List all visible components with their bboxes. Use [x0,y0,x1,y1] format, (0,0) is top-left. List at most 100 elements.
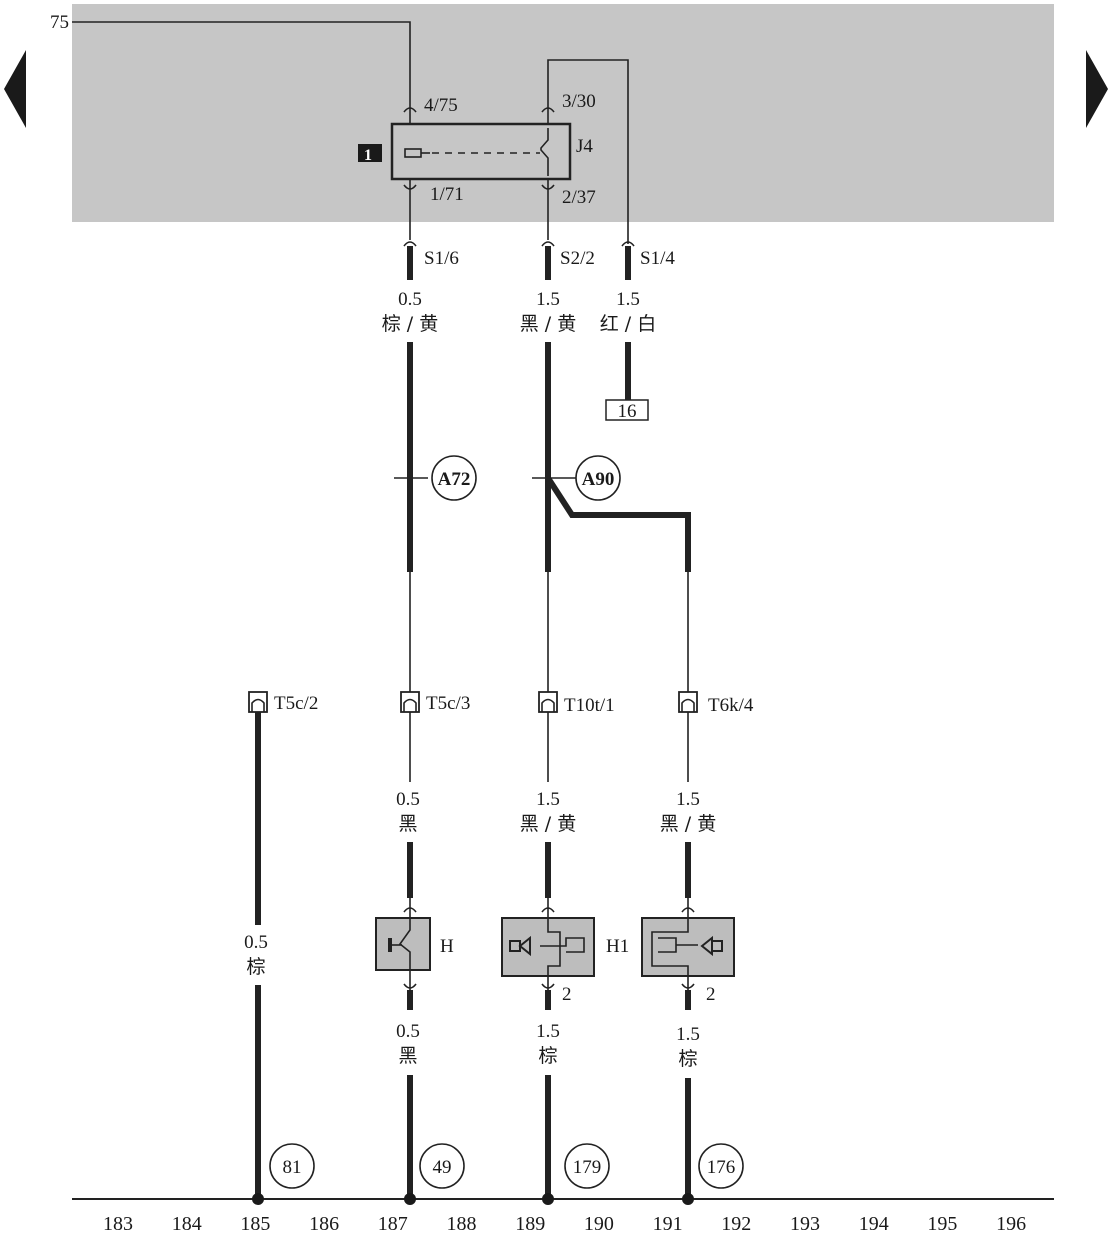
relay-badge: 1 [364,147,372,164]
wire-size: 1.5 [676,789,700,810]
ground-circle [419,1143,465,1189]
relay-feed-loop [547,59,629,244]
pin-mark [403,184,417,190]
horn-icon [700,935,723,957]
ground-label: 81 [283,1157,302,1178]
wire-color: 红 / 白 [600,313,656,335]
wire-color: 黑 [398,1045,417,1067]
left-arrow[interactable] [4,50,26,128]
pin-label: 2/37 [562,187,596,208]
horn-winding [547,918,561,976]
track-number: 188 [447,1213,477,1235]
fuse-label: S1/4 [640,248,675,269]
track-number: 196 [996,1213,1026,1235]
connector-label: T5c/3 [426,693,470,714]
wire-size: 1.5 [676,1024,700,1045]
pin-label: 3/30 [562,91,596,112]
track-number: 189 [515,1213,545,1235]
wire-color: 黑 / 黄 [520,313,576,335]
ground-label: 176 [707,1157,736,1178]
horn-icon [509,935,531,957]
track-number: 191 [653,1213,683,1235]
horn-button-contact [398,918,411,970]
track-number: 195 [927,1213,957,1235]
connector-symbol [678,691,698,713]
ref-box-label: 16 [618,401,637,422]
wire-color: 棕 / 黄 [382,313,438,335]
relay-badge-box [358,144,382,162]
fuse-terminal [403,241,417,280]
pin-mark [541,983,555,989]
fuse-label: S1/6 [424,248,459,269]
pin-mark [681,983,695,989]
ground-node [252,1193,264,1205]
ref-box [605,399,649,421]
right-arrow[interactable] [1086,50,1108,128]
ground-label: 179 [573,1157,602,1178]
feed-label: 75 [50,12,69,33]
ground-node [682,1193,694,1205]
track-number: 187 [378,1213,408,1235]
pin-mark [403,983,417,989]
feed-line [72,21,411,108]
wire-size: 1.5 [536,289,560,310]
wire-color: 黑 / 黄 [520,813,576,835]
track-number: 186 [309,1213,339,1235]
ground-node [542,1193,554,1205]
connector-symbol [248,691,268,713]
pin-label: 2 [706,984,716,1005]
connector-label: T5c/2 [274,693,318,714]
wire-size: 1.5 [616,289,640,310]
track-number: 184 [172,1213,202,1235]
wire-color: 棕 [538,1045,557,1067]
fuse-terminal [621,241,635,280]
wire-segment [545,476,691,572]
component-label: H1 [606,936,629,957]
fuse-label: S2/2 [560,248,595,269]
splice-circle [431,455,477,501]
wire-color: 棕 [246,956,265,978]
splice-label: A72 [438,469,471,490]
wire-size: 0.5 [396,1021,420,1042]
connector-symbol [538,691,558,713]
pin-mark [541,184,555,190]
splice-label: A90 [582,469,615,490]
ground-circle [269,1143,315,1189]
relay-panel [72,4,1054,222]
fuse-terminal [541,241,555,280]
track-number: 183 [103,1213,133,1235]
pin-label: 4/75 [424,95,458,116]
pin-label: 1/71 [430,184,464,205]
track-number: 185 [240,1213,270,1235]
horn-winding [651,918,689,976]
pin-label: 2 [562,984,572,1005]
track-number: 192 [721,1213,751,1235]
wire-color: 棕 [678,1048,697,1070]
connector-label: T6k/4 [708,695,754,716]
track-number: 194 [859,1213,889,1235]
relay-name: J4 [576,136,593,157]
wire-size: 0.5 [398,289,422,310]
track-number: 190 [584,1213,614,1235]
track-ruler: 183 184 185 186 187 188 189 190 191 192 193 194 195 1… [103,1213,1026,1235]
ground-node [404,1193,416,1205]
connector-symbol [400,691,420,713]
wire-color: 黑 [398,813,417,835]
horn-winding [540,937,585,953]
wire-size: 1.5 [536,1021,560,1042]
ground-circle [564,1143,610,1189]
wire-size: 0.5 [396,789,420,810]
horn-button-body [375,917,431,971]
ground-circle [698,1143,744,1189]
connector-label: T10t/1 [564,695,615,716]
wire-color: 黑 / 黄 [660,813,716,835]
relay-j4-body [390,122,572,181]
wire-size: 1.5 [536,789,560,810]
track-number: 193 [790,1213,820,1235]
pin-mark [403,107,417,113]
splice-circle [575,455,621,501]
relay-contact [540,128,549,176]
ground-label: 49 [433,1157,452,1178]
component-label: H [440,936,454,957]
